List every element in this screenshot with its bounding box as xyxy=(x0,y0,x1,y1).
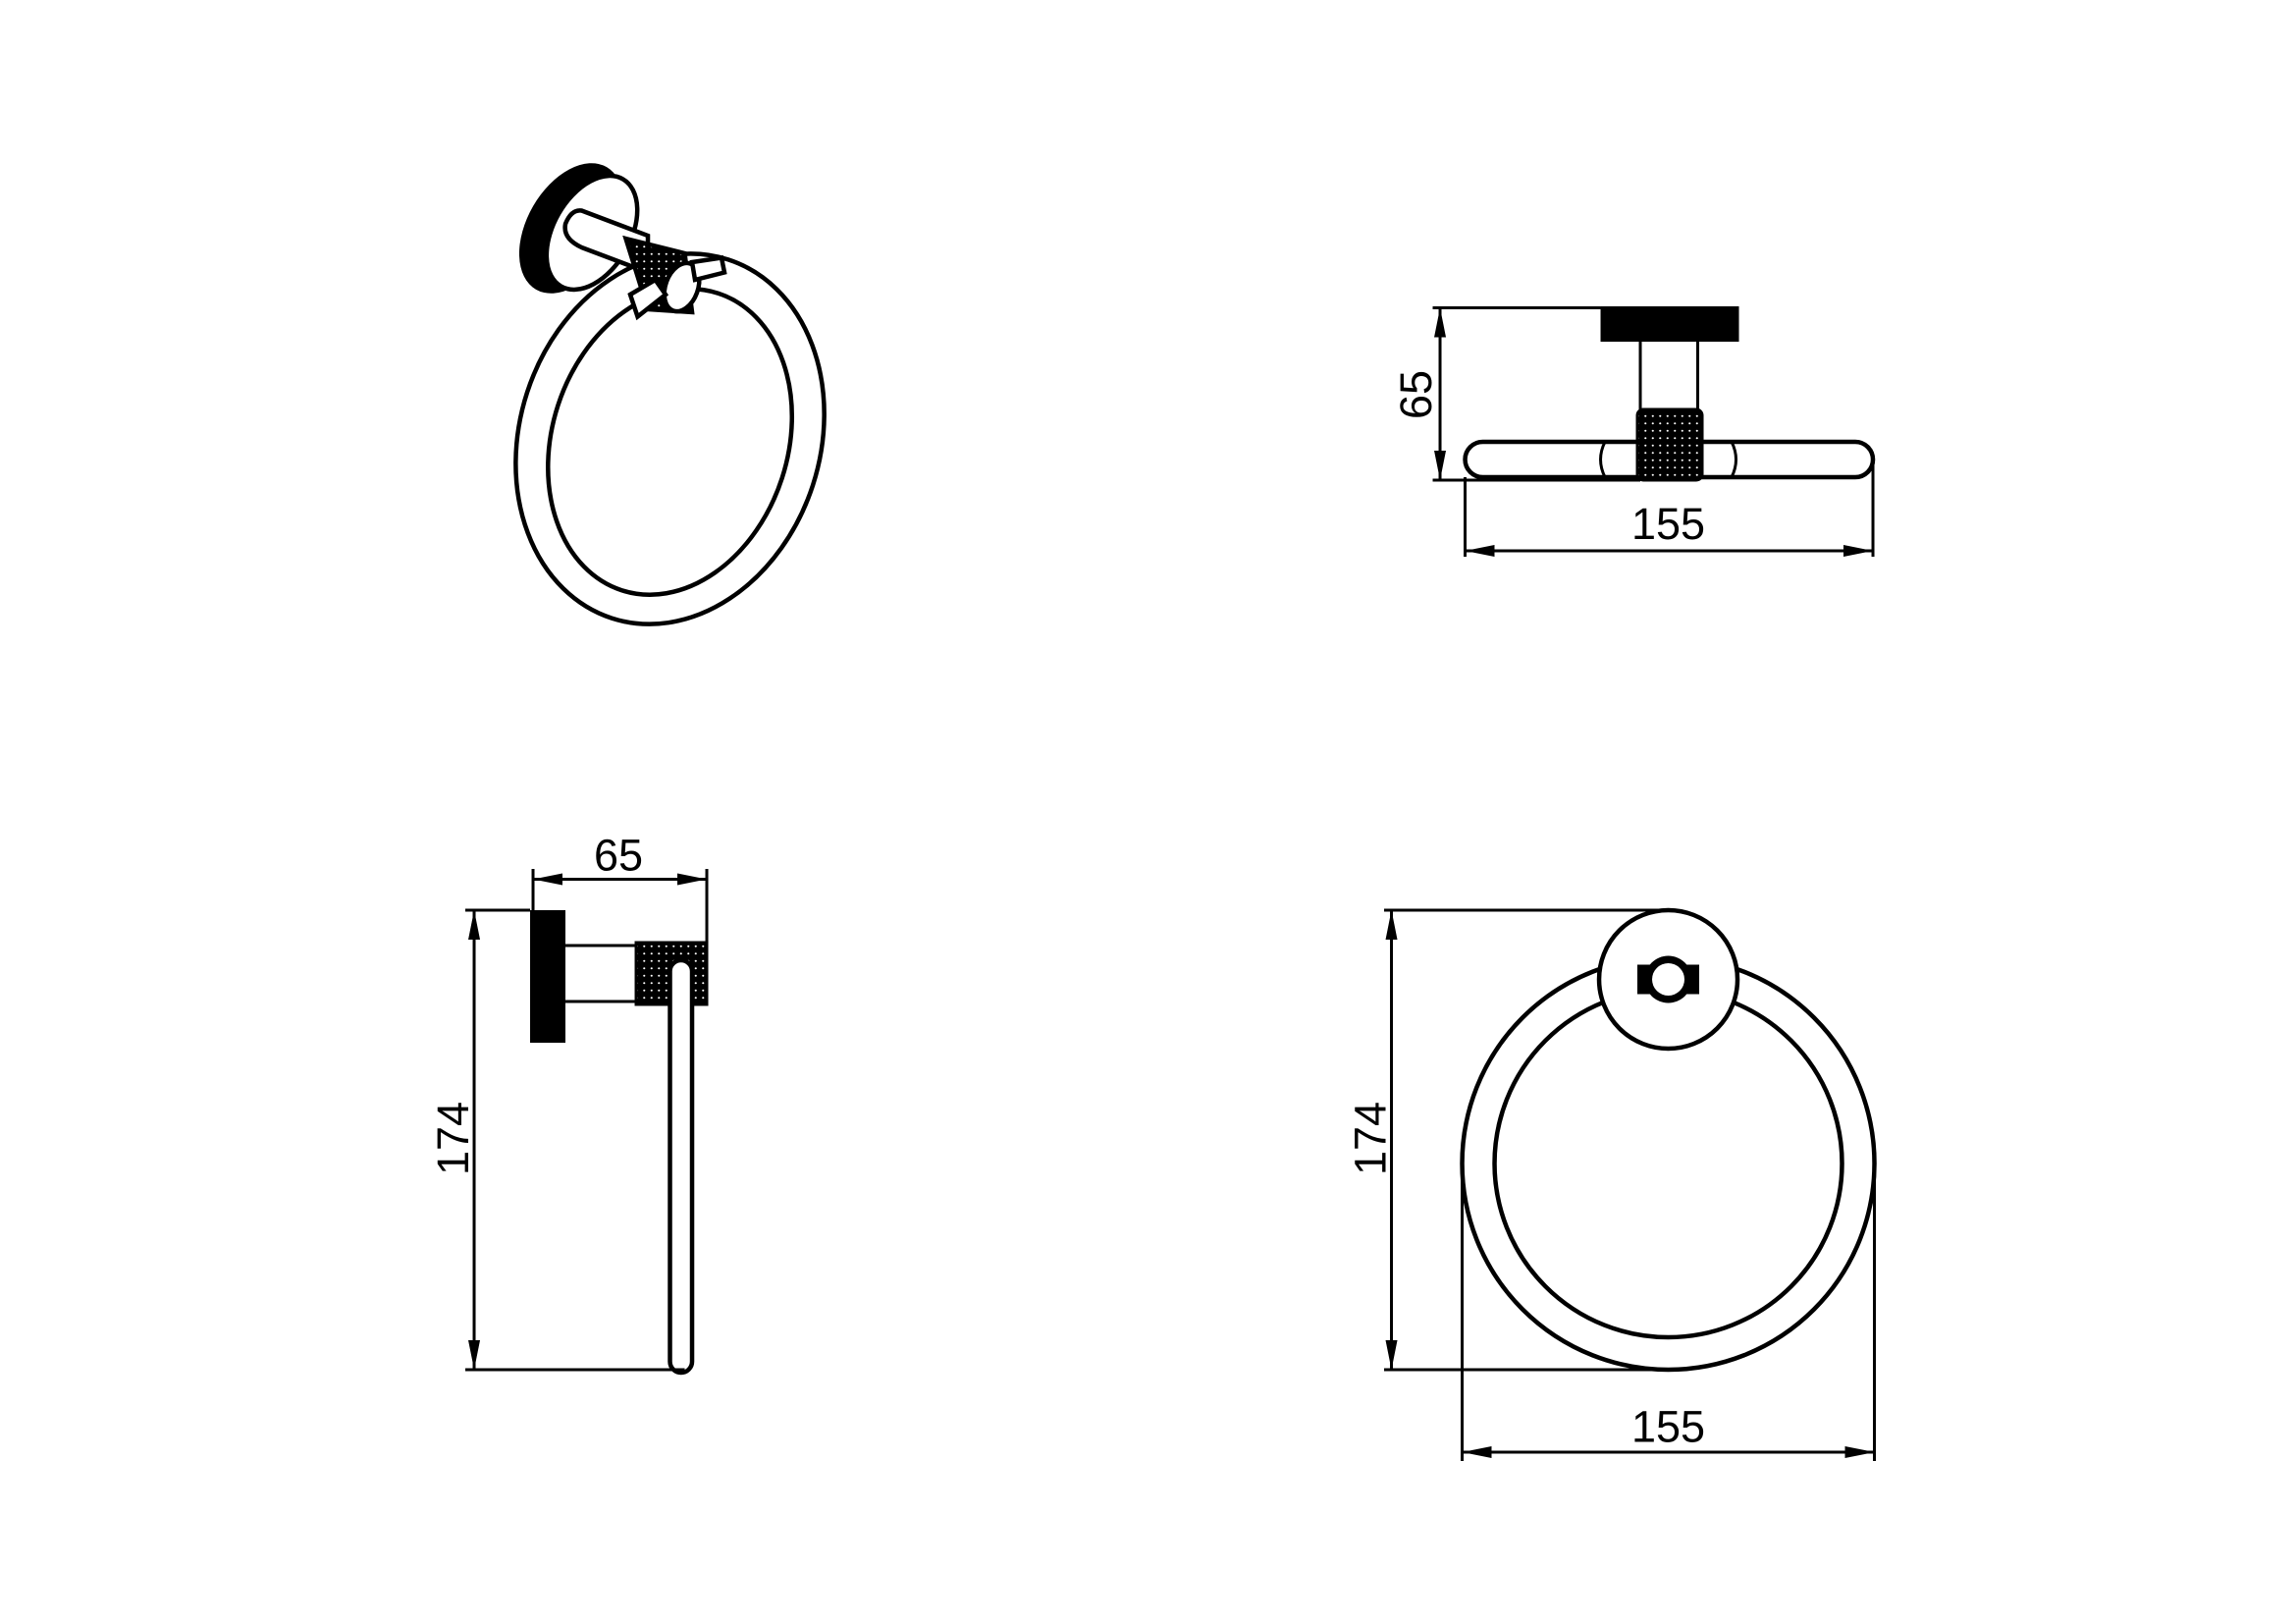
front-width-dimension-label: 155 xyxy=(1631,1402,1705,1452)
side-height-dimension-label: 174 xyxy=(428,1102,478,1175)
side-depth-dimension-label: 65 xyxy=(594,831,643,881)
wall-plate-top xyxy=(1600,306,1739,342)
width-dimension-label: 155 xyxy=(1631,499,1705,549)
wall-plate-side xyxy=(530,910,566,1043)
wall-plate-iso xyxy=(518,163,727,321)
front-height-dimension-label: 174 xyxy=(1346,1102,1396,1175)
isometric-view xyxy=(513,163,827,626)
side-view: 65 174 xyxy=(428,831,709,1376)
towel-ring-iso xyxy=(513,251,827,626)
front-view: 174 155 xyxy=(1346,907,1877,1461)
top-view: 65 155 xyxy=(1391,306,1876,557)
ring-side xyxy=(667,957,695,1376)
depth-dimension-label: 65 xyxy=(1391,370,1441,419)
knurled-collar-top xyxy=(1635,407,1704,482)
